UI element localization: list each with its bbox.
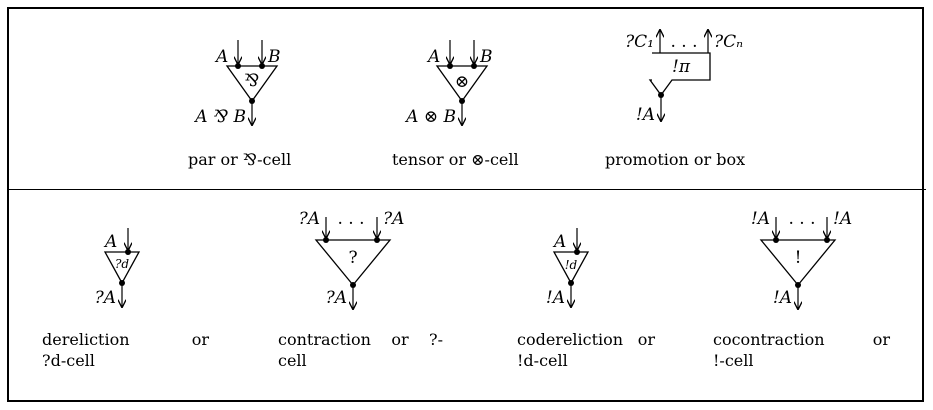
cocontraction-port-right xyxy=(824,237,830,243)
tensor-triangle xyxy=(435,65,489,103)
codereliction-triangle xyxy=(552,251,590,285)
promotion-label-aux-right: ?Cₙ xyxy=(714,32,743,52)
promotion-box-label: !π xyxy=(672,57,691,77)
par-label-right: B xyxy=(267,47,281,67)
promotion-caption: promotion or box xyxy=(605,150,746,169)
par-cell: A B ⅋ A ⅋ B xyxy=(193,40,281,127)
dereliction-caption-line1: dereliction or xyxy=(42,330,209,349)
par-caption: par or ⅋-cell xyxy=(188,150,292,169)
tensor-caption: tensor or ⊗-cell xyxy=(392,150,519,169)
contraction-symbol: ? xyxy=(348,248,357,268)
tensor-port-right xyxy=(471,63,477,69)
tensor-port-left xyxy=(447,63,453,69)
codereliction-port-in xyxy=(574,249,580,255)
tensor-cell: A B ⊗ A ⊗ B xyxy=(404,40,493,127)
codereliction-caption-line2: !d-cell xyxy=(517,351,568,370)
par-port-left xyxy=(235,63,241,69)
cocontraction-label-out: !A xyxy=(773,288,792,308)
tensor-label-left: A xyxy=(426,47,440,67)
dereliction-caption-line2: ?d-cell xyxy=(42,351,95,370)
promotion-box-outline xyxy=(648,52,711,97)
contraction-port-right xyxy=(374,237,380,243)
dereliction-port-in xyxy=(125,249,131,255)
par-triangle xyxy=(225,65,279,103)
tensor-symbol: ⊗ xyxy=(455,72,469,92)
codereliction-label-out: !A xyxy=(546,288,565,308)
contraction-caption-line2: cell xyxy=(278,351,307,370)
contraction-label-right: ?A xyxy=(383,209,404,229)
contraction-cell: ?A . . . ?A ? ?A xyxy=(299,209,404,309)
cocontraction-cell: !A . . . !A ! !A xyxy=(751,209,852,309)
promotion-label-out: !A xyxy=(636,105,655,125)
par-symbol: ⅋ xyxy=(244,71,259,91)
row-divider xyxy=(7,189,926,190)
dereliction-label-out: ?A xyxy=(95,288,116,308)
codereliction-cell: A !d !A xyxy=(546,228,590,308)
cocontraction-caption-line2: !-cell xyxy=(713,351,754,370)
cocontraction-symbol: ! xyxy=(795,248,802,268)
cocontraction-triangle xyxy=(759,239,837,287)
par-label-out: A ⅋ B xyxy=(193,107,246,127)
contraction-caption-line1: contraction or ?- xyxy=(278,330,443,349)
contraction-triangle xyxy=(314,239,392,287)
promotion-cell: ?C₁ . . . ?Cₙ !π !A xyxy=(625,30,743,125)
codereliction-label-in: A xyxy=(552,232,566,252)
cocontraction-label-left: !A xyxy=(751,209,770,229)
codereliction-symbol: !d xyxy=(565,258,578,272)
contraction-label-left: ?A xyxy=(299,209,320,229)
dereliction-symbol: ?d xyxy=(115,257,129,271)
figure-frame xyxy=(7,7,924,402)
codereliction-caption-line1: codereliction or xyxy=(517,330,655,349)
cocontraction-dots: . . . xyxy=(788,209,815,229)
tensor-label-right: B xyxy=(479,47,493,67)
promotion-label-aux-left: ?C₁ xyxy=(625,32,654,52)
par-port-right xyxy=(259,63,265,69)
par-label-left: A xyxy=(214,47,228,67)
contraction-port-left xyxy=(323,237,329,243)
dereliction-label-in: A xyxy=(103,232,117,252)
contraction-dots: . . . xyxy=(337,209,364,229)
cocontraction-label-right: !A xyxy=(833,209,852,229)
cocontraction-caption-line1: cocontraction or xyxy=(713,330,890,349)
contraction-label-out: ?A xyxy=(326,288,347,308)
cocontraction-port-left xyxy=(773,237,779,243)
promotion-dots: . . . xyxy=(670,32,697,52)
dereliction-cell: A ?d ?A xyxy=(95,228,141,308)
tensor-label-out: A ⊗ B xyxy=(404,107,456,127)
dereliction-triangle xyxy=(103,251,141,285)
